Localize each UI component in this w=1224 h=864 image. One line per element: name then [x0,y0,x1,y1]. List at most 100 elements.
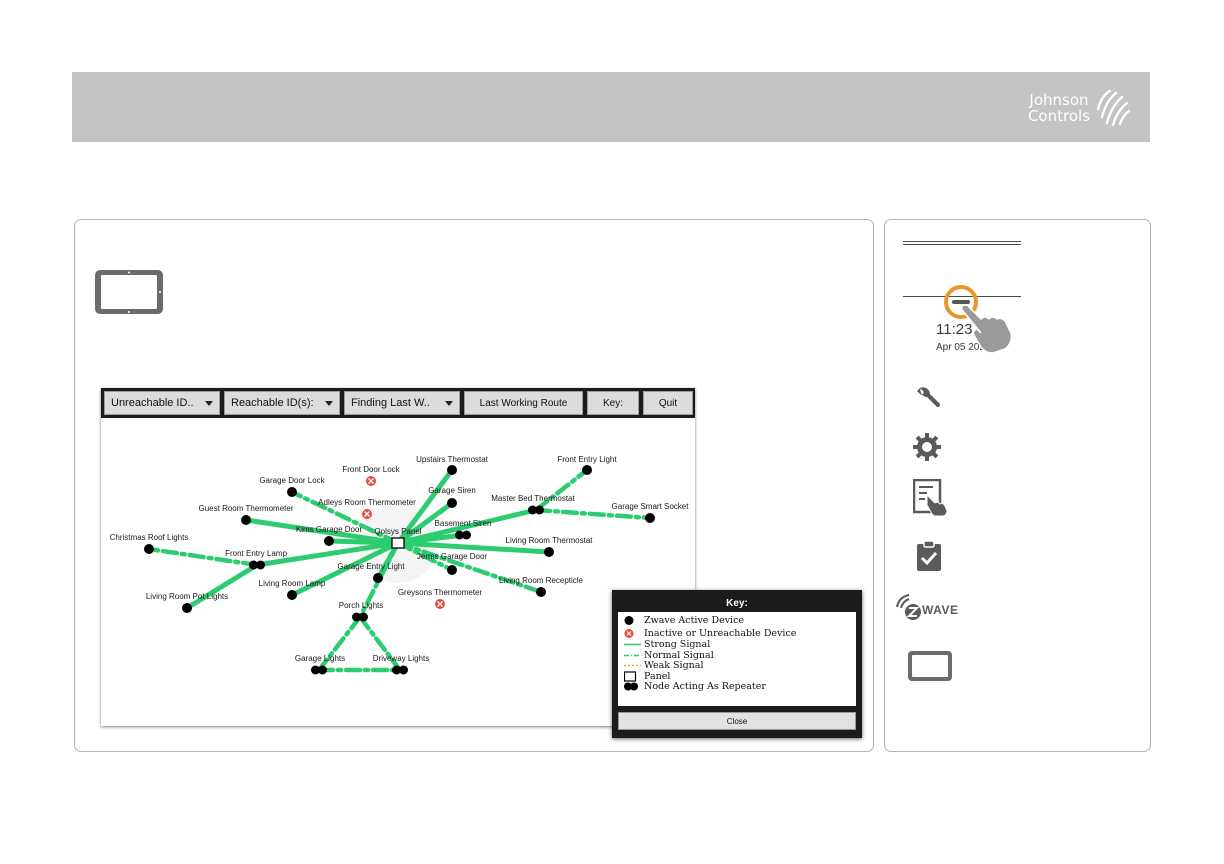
gear-icon[interactable] [911,431,943,463]
repeater-dot [462,530,471,540]
repeater-node[interactable] [249,560,265,570]
active-device-node[interactable] [324,536,334,546]
repeater-dot [311,665,320,675]
normal-signal-link [289,489,401,546]
johnson-controls-logo: Johnson Controls [1028,82,1132,134]
device-label-garage-door-lock: Garage Door Lock [259,476,325,485]
inactive-device-node[interactable] [362,509,372,519]
key-title: Key: [726,598,748,609]
device-label-porch-lights: Porch Lights [339,601,383,610]
quit-button[interactable]: Quit [643,391,693,415]
normal-signal-link [146,546,260,568]
device-label-basement-siren: Basement Siren [435,519,492,528]
active-device-node[interactable] [447,565,457,575]
active-device-node[interactable] [287,590,297,600]
chevron-down-icon [445,400,453,406]
logo-mark-icon [1096,89,1131,127]
inactive-cross [437,601,443,607]
normal-signal-link [533,507,653,521]
strong-signal-link [254,540,401,568]
clipboard-check-icon[interactable] [916,540,942,572]
chevron-down-icon [325,400,333,406]
unreachable-ids-dropdown[interactable]: Unreachable ID.. [104,391,220,415]
active-device-node[interactable] [645,513,655,523]
repeater-dot [528,505,537,515]
strong-signal-link [395,467,455,546]
device-label-front-entry-light: Front Entry Light [557,455,617,464]
device-label-garage-smart-socket: Garage Smart Socket [612,502,690,511]
normal-signal-link [357,614,403,673]
device-label-garage-siren: Garage Siren [428,486,476,495]
strong-signal-link [395,500,455,546]
logo-line-2: Controls [1027,107,1090,125]
active-device-node[interactable] [447,465,457,475]
strong-signal-link [395,507,539,546]
repeater-dot [399,665,408,675]
normal-signal-link [316,614,363,673]
device-label-upstairs-thermostat: Upstairs Thermostat [416,455,489,464]
inactive-device-node[interactable] [435,599,445,609]
normal-signal-link [533,467,590,513]
active-device-node[interactable] [241,515,251,525]
main-panel-card: Unreachable ID.. Reachable ID(s): Findin… [74,219,874,752]
inactive-device-node[interactable] [366,476,376,486]
header-bar: Johnson Controls [72,72,1150,142]
key-row-inactive: Inactive or Unreachable Device [624,628,796,639]
repeater-dot [352,612,361,622]
inactive-cross [368,478,374,484]
repeater-dot [455,530,464,540]
key-row-normal: Normal Signal [624,650,714,661]
zwave-network-map: Upstairs Thermostat Front Entry LightFron… [110,455,690,675]
active-device-node[interactable] [182,603,192,613]
repeater-node[interactable] [392,665,408,675]
key-panel-label: Panel [644,671,671,682]
repeater-node[interactable] [455,530,471,540]
active-device-node[interactable] [582,465,592,475]
key-weak-label: Weak Signal [644,660,704,671]
repeater-dot [359,612,368,622]
device-labels: Upstairs Thermostat Front Entry LightFron… [110,455,690,663]
repeater-node-icon [624,682,638,691]
last-working-route-button[interactable]: Last Working Route [464,391,583,415]
device-label-greysons-thermometer: Greysons Thermometer [398,588,483,597]
key-legend-body: Zwave Active Device Inactive or Unreacha… [618,612,856,706]
active-device-node[interactable] [287,487,297,497]
tablet-icon[interactable] [907,650,953,682]
key-repeater-label: Node Acting As Repeater [644,681,766,692]
active-device-node[interactable] [373,573,383,583]
chevron-down-icon [205,400,213,406]
repeater-node[interactable] [352,612,368,622]
normal-signal-link [395,540,544,595]
device-label-living-room-pot-lights: Living Room Pot Lights [146,592,228,601]
strong-signal-link [395,540,552,555]
device-label-adleys-room-thermometer: Adleys Room Thermometer [318,498,416,507]
panel-tap-icon[interactable] [913,479,949,517]
device-label-garage-lights: Garage Lights [295,654,345,663]
panel-node[interactable] [391,537,405,549]
reachable-ids-dropdown[interactable]: Reachable ID(s): [224,391,340,415]
repeater-dot [535,505,544,515]
strong-signal-link [289,540,401,598]
logo-line-1: Johnson [1029,91,1089,109]
device-label-garage-entry-light: Garage Entry Light [337,562,405,571]
finding-last-working-label: Finding Last W.. [351,397,430,409]
active-device-node[interactable] [144,544,154,554]
active-device-node[interactable] [447,498,457,508]
active-device-icon [624,616,634,625]
repeater-node[interactable] [311,665,327,675]
key-row-repeater: Node Acting As Repeater [624,681,766,692]
finding-last-working-dropdown[interactable]: Finding Last W.. [344,391,460,415]
active-device-node[interactable] [544,547,554,557]
wrench-icon[interactable] [915,383,943,411]
device-label-front-door-lock: Front Door Lock [342,465,400,474]
key-close-button[interactable]: Close [618,712,856,730]
repeater-node[interactable] [528,505,544,515]
device-label-living-room-lamp: Living Room Lamp [259,579,326,588]
key-button[interactable]: Key: [587,391,639,415]
key-legend-popup: Key: Zwave Active Device Inactive or Unr… [612,590,862,738]
sidebar-card: 11:23 AM Apr 05 2021 WA [884,219,1151,752]
active-device-node[interactable] [536,587,546,597]
weak-signal-icon [624,664,641,667]
zwave-logo-icon [896,594,921,620]
key-row-panel: Panel [624,671,670,682]
